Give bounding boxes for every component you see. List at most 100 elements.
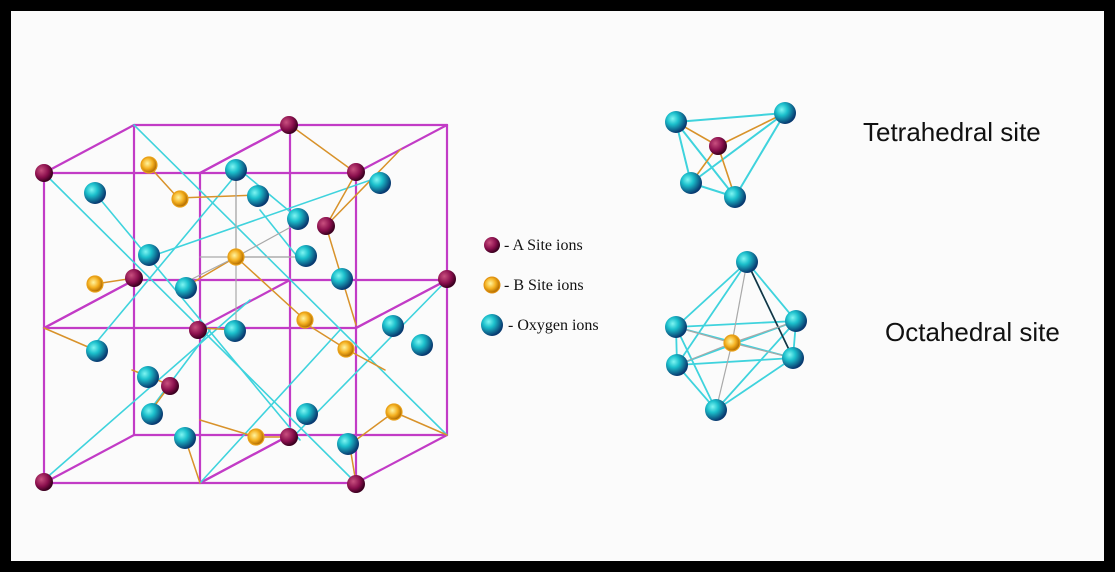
b-site-bond bbox=[177, 194, 259, 199]
a-site-ion bbox=[438, 270, 456, 288]
oxygen-ion bbox=[331, 268, 353, 290]
octahedral-bond bbox=[715, 342, 733, 411]
octahedral-bond bbox=[731, 320, 797, 344]
oxygen-bond bbox=[199, 329, 341, 484]
oxygen-bond bbox=[89, 169, 241, 351]
oxygen-ion bbox=[724, 186, 746, 208]
octahedral-edge bbox=[675, 261, 748, 328]
legend-oxygen-label: - Oxygen ions bbox=[508, 317, 599, 334]
b-site-bond bbox=[325, 172, 357, 227]
octahedral-edge bbox=[746, 261, 797, 322]
oxygen-ion bbox=[411, 334, 433, 356]
a-site-ion bbox=[35, 164, 53, 182]
a-site-ion bbox=[347, 475, 365, 493]
cell-edge bbox=[42, 123, 136, 175]
oxygen-ion bbox=[84, 182, 106, 204]
oxygen-ion bbox=[247, 185, 269, 207]
ions bbox=[35, 102, 807, 493]
cell-edge bbox=[354, 433, 449, 485]
octahedral-edge bbox=[676, 261, 748, 366]
b-site-ion bbox=[337, 340, 355, 358]
b-site-ion bbox=[296, 311, 314, 329]
a-site-ion bbox=[189, 321, 207, 339]
oxygen-ion bbox=[287, 208, 309, 230]
octahedral-edge bbox=[676, 357, 794, 366]
b-site-bond bbox=[43, 327, 96, 351]
oxygen-ion bbox=[785, 310, 807, 332]
spinel-diagram: - A Site ions - B Site ions - Oxygen ion… bbox=[35, 102, 1060, 493]
b-site-bond bbox=[199, 419, 257, 438]
oxygen-bond bbox=[149, 329, 211, 411]
a-site-ion bbox=[125, 269, 143, 287]
oxygen-bond bbox=[154, 174, 386, 256]
tetrahedral-site-label: Tetrahedral site bbox=[863, 117, 1041, 147]
oxygen-bond bbox=[259, 209, 301, 261]
a-site-ion bbox=[35, 473, 53, 491]
a-site-icon bbox=[484, 237, 500, 253]
cell-edge bbox=[42, 433, 136, 485]
oxygen-ion bbox=[337, 433, 359, 455]
oxygen-ion bbox=[225, 159, 247, 181]
a-site-ion bbox=[280, 116, 298, 134]
b-site-bond bbox=[235, 256, 306, 321]
oxygen-icon bbox=[481, 314, 503, 336]
oxygen-ion bbox=[174, 427, 196, 449]
oxygen-ion bbox=[774, 102, 796, 124]
oxygen-bond bbox=[133, 124, 448, 436]
oxygen-ion bbox=[680, 172, 702, 194]
legend: - A Site ions - B Site ions - Oxygen ion… bbox=[481, 237, 599, 336]
b-site-ion bbox=[171, 190, 189, 208]
oxygen-ion bbox=[86, 340, 108, 362]
legend-b-site-label: - B Site ions bbox=[504, 277, 584, 294]
a-site-ion bbox=[317, 217, 335, 235]
oxygen-ion bbox=[705, 399, 727, 421]
diagram-canvas: - A Site ions - B Site ions - Oxygen ion… bbox=[11, 11, 1104, 561]
cell-edge bbox=[354, 278, 449, 330]
oxygen-ion bbox=[138, 244, 160, 266]
oxygen-ion bbox=[736, 251, 758, 273]
a-site-ion bbox=[709, 137, 727, 155]
octahedral-edge bbox=[746, 261, 794, 359]
b-site-icon bbox=[483, 276, 501, 294]
b-site-ion bbox=[385, 403, 403, 421]
legend-a-site-label: - A Site ions bbox=[504, 237, 583, 254]
tetrahedral-edge bbox=[690, 112, 786, 184]
b-site-bond bbox=[289, 124, 357, 174]
b-site-ion bbox=[86, 275, 104, 293]
octahedral-site-label: Octahedral site bbox=[885, 317, 1060, 347]
inner-bond bbox=[235, 221, 301, 258]
oxygen-ion bbox=[382, 315, 404, 337]
tetrahedral-bond bbox=[717, 112, 786, 147]
b-site-ion bbox=[227, 248, 245, 266]
oxygen-ion bbox=[224, 320, 246, 342]
oxygen-ion bbox=[137, 366, 159, 388]
oxygen-ion bbox=[141, 403, 163, 425]
oxygen-ion bbox=[666, 354, 688, 376]
b-site-bond bbox=[393, 411, 448, 436]
oxygen-bond bbox=[94, 192, 301, 441]
oxygen-ion bbox=[296, 403, 318, 425]
cell-edge bbox=[198, 123, 292, 175]
b-site-ion bbox=[247, 428, 265, 446]
octahedral-edge bbox=[675, 326, 717, 411]
a-site-ion bbox=[280, 428, 298, 446]
a-site-ion bbox=[161, 377, 179, 395]
octahedral-bond bbox=[731, 261, 748, 344]
oxygen-ion bbox=[782, 347, 804, 369]
octahedral-edge bbox=[715, 357, 794, 411]
cell-edge bbox=[42, 278, 136, 330]
b-site-ion bbox=[723, 334, 741, 352]
oxygen-ion bbox=[295, 245, 317, 267]
b-site-ion bbox=[140, 156, 158, 174]
oxygen-ion bbox=[369, 172, 391, 194]
tetrahedral-edge bbox=[734, 112, 786, 198]
tetrahedral-edge bbox=[675, 112, 786, 123]
a-site-ion bbox=[347, 163, 365, 181]
oxygen-ion bbox=[665, 316, 687, 338]
oxygen-bond bbox=[43, 299, 251, 481]
cell-edge bbox=[198, 433, 292, 485]
b-site-bond bbox=[325, 148, 402, 227]
oxygen-ion bbox=[665, 111, 687, 133]
oxygen-ion bbox=[175, 277, 197, 299]
tetrahedral-edge bbox=[675, 121, 736, 198]
